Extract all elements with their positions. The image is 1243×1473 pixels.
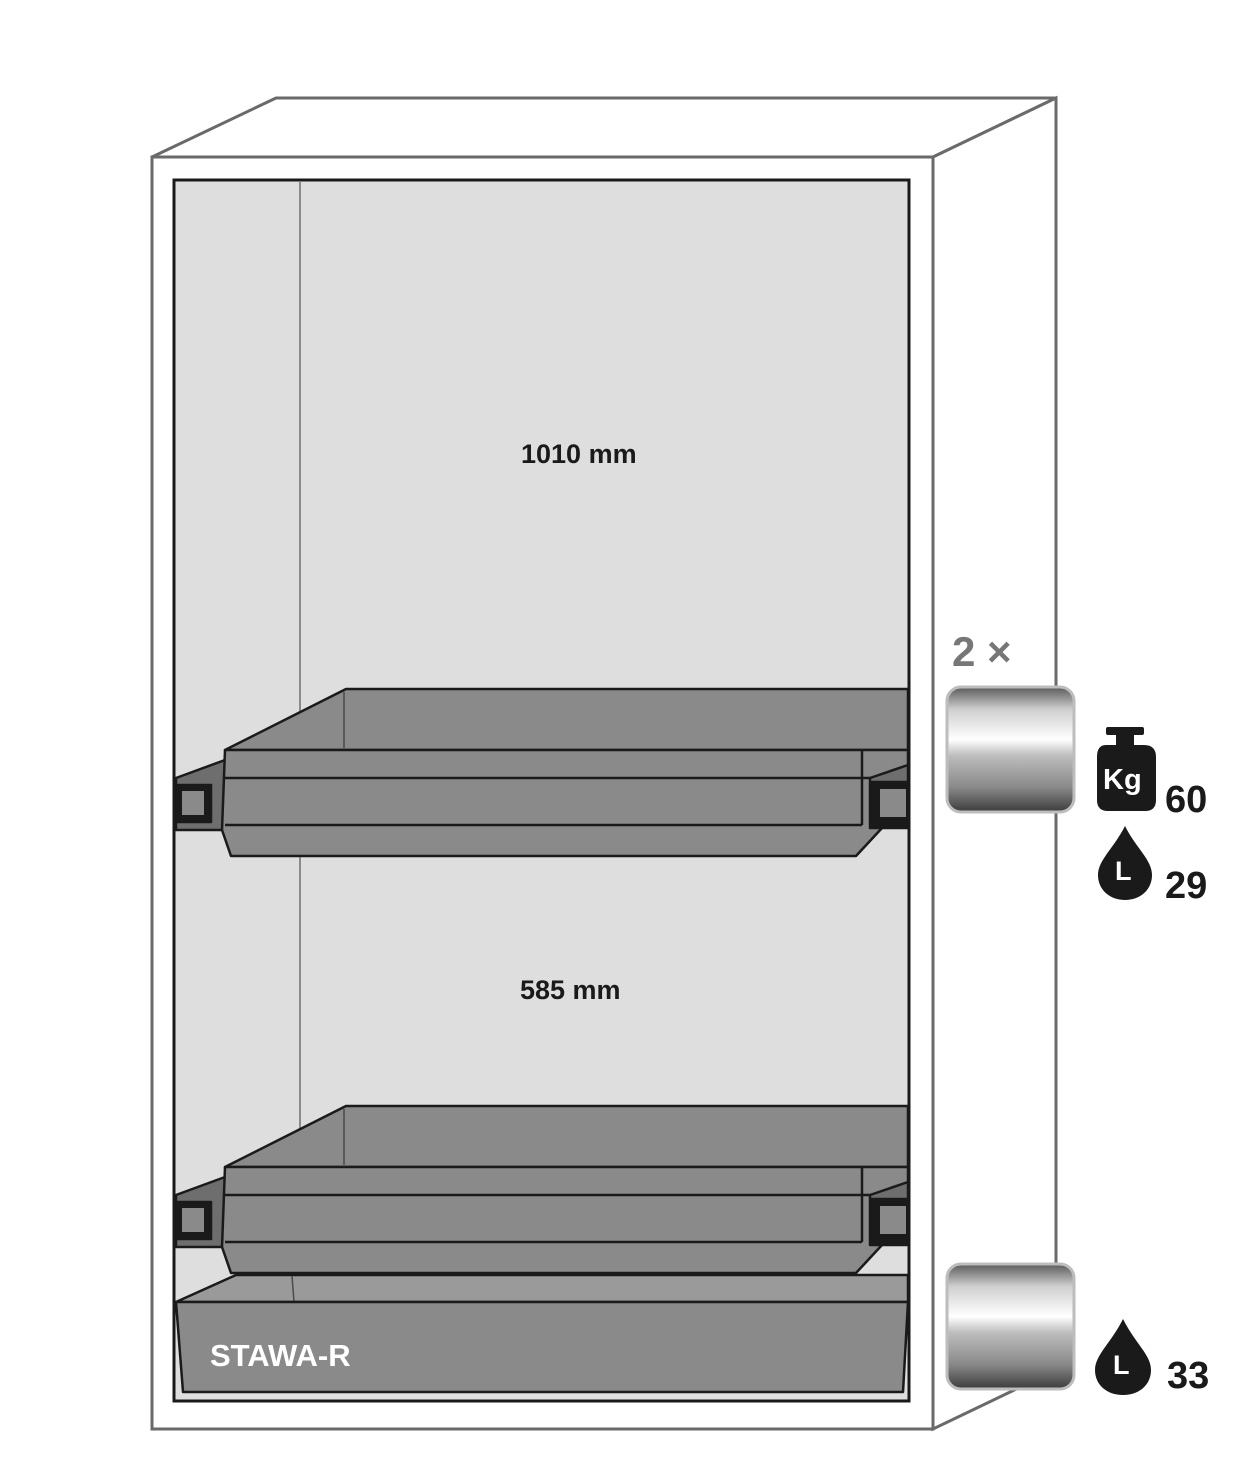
sump-back xyxy=(223,687,910,752)
cabinet-top xyxy=(151,96,1057,159)
load-value: 60 xyxy=(1165,779,1208,821)
upper-height-label: 1010 mm xyxy=(521,439,637,469)
sump-back xyxy=(223,1104,910,1169)
shelf-sump-lower xyxy=(174,1104,910,1275)
shelf-volume-value: 29 xyxy=(1165,865,1208,907)
sump-material-swatch-upper xyxy=(945,685,1076,814)
liquid-drop-l-icon xyxy=(1098,826,1152,900)
sump-material-swatch-lower xyxy=(945,1262,1076,1391)
lower-height-label: 585 mm xyxy=(520,975,621,1005)
base-sump xyxy=(174,1273,910,1394)
drop-icon-text-upper: L xyxy=(1115,856,1132,886)
shelf-sump-count: 2 × xyxy=(952,628,1012,675)
base-volume-value: 33 xyxy=(1167,1355,1210,1397)
sump-front xyxy=(220,1165,910,1275)
base-sump-label: STAWA-R xyxy=(210,1338,351,1373)
weight-icon-text: Kg xyxy=(1103,764,1142,796)
weight-kg-icon xyxy=(1097,727,1156,811)
liquid-drop-l-icon xyxy=(1095,1319,1151,1395)
sump-front xyxy=(220,748,910,858)
shelf-sump-upper xyxy=(174,687,910,858)
drop-icon-text-lower: L xyxy=(1113,1350,1130,1380)
